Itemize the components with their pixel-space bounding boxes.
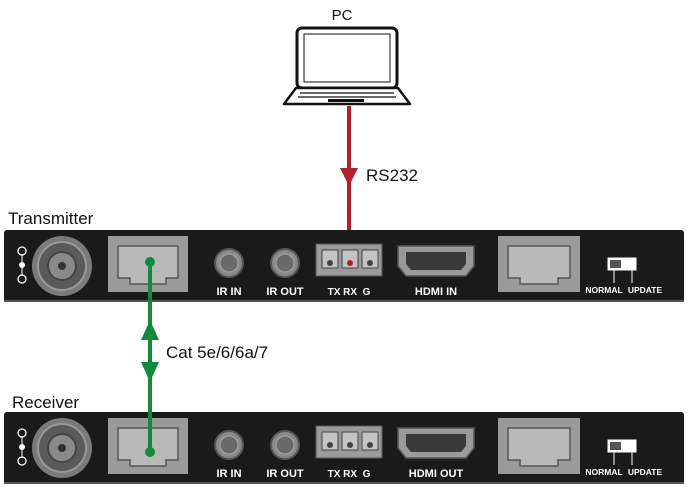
transmitter-normal-label: NORMAL xyxy=(585,285,622,295)
transmitter-ir-in-label: IR IN xyxy=(216,286,241,298)
cat-cable-end-bottom-icon xyxy=(145,447,155,457)
receiver-ir-in-label: IR IN xyxy=(216,468,241,480)
receiver-mode-switch xyxy=(607,439,637,465)
transmitter-serial-label: TX RX G xyxy=(328,287,371,298)
receiver-serial-terminal xyxy=(315,425,383,459)
receiver-lan-port xyxy=(498,418,580,474)
receiver-device: IR IN IR OUT TX RX G HDMI OUT xyxy=(4,412,684,484)
transmitter-status-icons xyxy=(17,246,27,284)
receiver-ir-out-label: IR OUT xyxy=(266,468,304,480)
receiver-ir-in-jack xyxy=(214,430,244,460)
cat-cable-label: Cat 5e/6/6a/7 xyxy=(166,343,268,362)
transmitter-mode-switch xyxy=(607,257,637,283)
laptop-keyboard-icon xyxy=(282,86,412,106)
receiver-update-label: UPDATE xyxy=(628,467,663,477)
rs232-arrow-icon xyxy=(340,168,358,186)
transmitter-ir-in-jack xyxy=(214,248,244,278)
cat-cable-end-top-icon xyxy=(145,257,155,267)
transmitter-title: Transmitter xyxy=(8,209,94,228)
receiver-normal-label: NORMAL xyxy=(585,467,622,477)
transmitter-hdmi-label: HDMI IN xyxy=(415,286,457,298)
receiver-ir-out-jack xyxy=(270,430,300,460)
receiver-title: Receiver xyxy=(12,393,79,412)
cat-arrow-down-icon xyxy=(141,362,159,382)
cat-arrow-up-icon xyxy=(141,320,159,340)
transmitter-device: IR IN IR OUT TX RX G HDMI IN xyxy=(4,230,684,302)
receiver-hdmi-label: HDMI OUT xyxy=(409,468,464,480)
transmitter-coax-connector-icon xyxy=(32,236,92,296)
receiver-coax-connector-icon xyxy=(32,418,92,478)
receiver-serial-label: TX RX G xyxy=(328,469,371,480)
receiver-status-icons xyxy=(17,428,27,466)
cat-cable-link: Cat 5e/6/6a/7 xyxy=(141,257,268,457)
pc-laptop: PC xyxy=(282,7,412,106)
pc-label: PC xyxy=(332,7,353,24)
transmitter-lan-port xyxy=(498,236,580,292)
transmitter-ir-out-label: IR OUT xyxy=(266,286,304,298)
transmitter-serial-terminal xyxy=(315,243,383,277)
transmitter-ir-out-jack xyxy=(270,248,300,278)
receiver-hdmi-out-port xyxy=(397,427,475,459)
transmitter-update-label: UPDATE xyxy=(628,285,663,295)
transmitter-hdmi-in-port xyxy=(397,245,475,277)
rs232-label: RS232 xyxy=(366,166,418,185)
